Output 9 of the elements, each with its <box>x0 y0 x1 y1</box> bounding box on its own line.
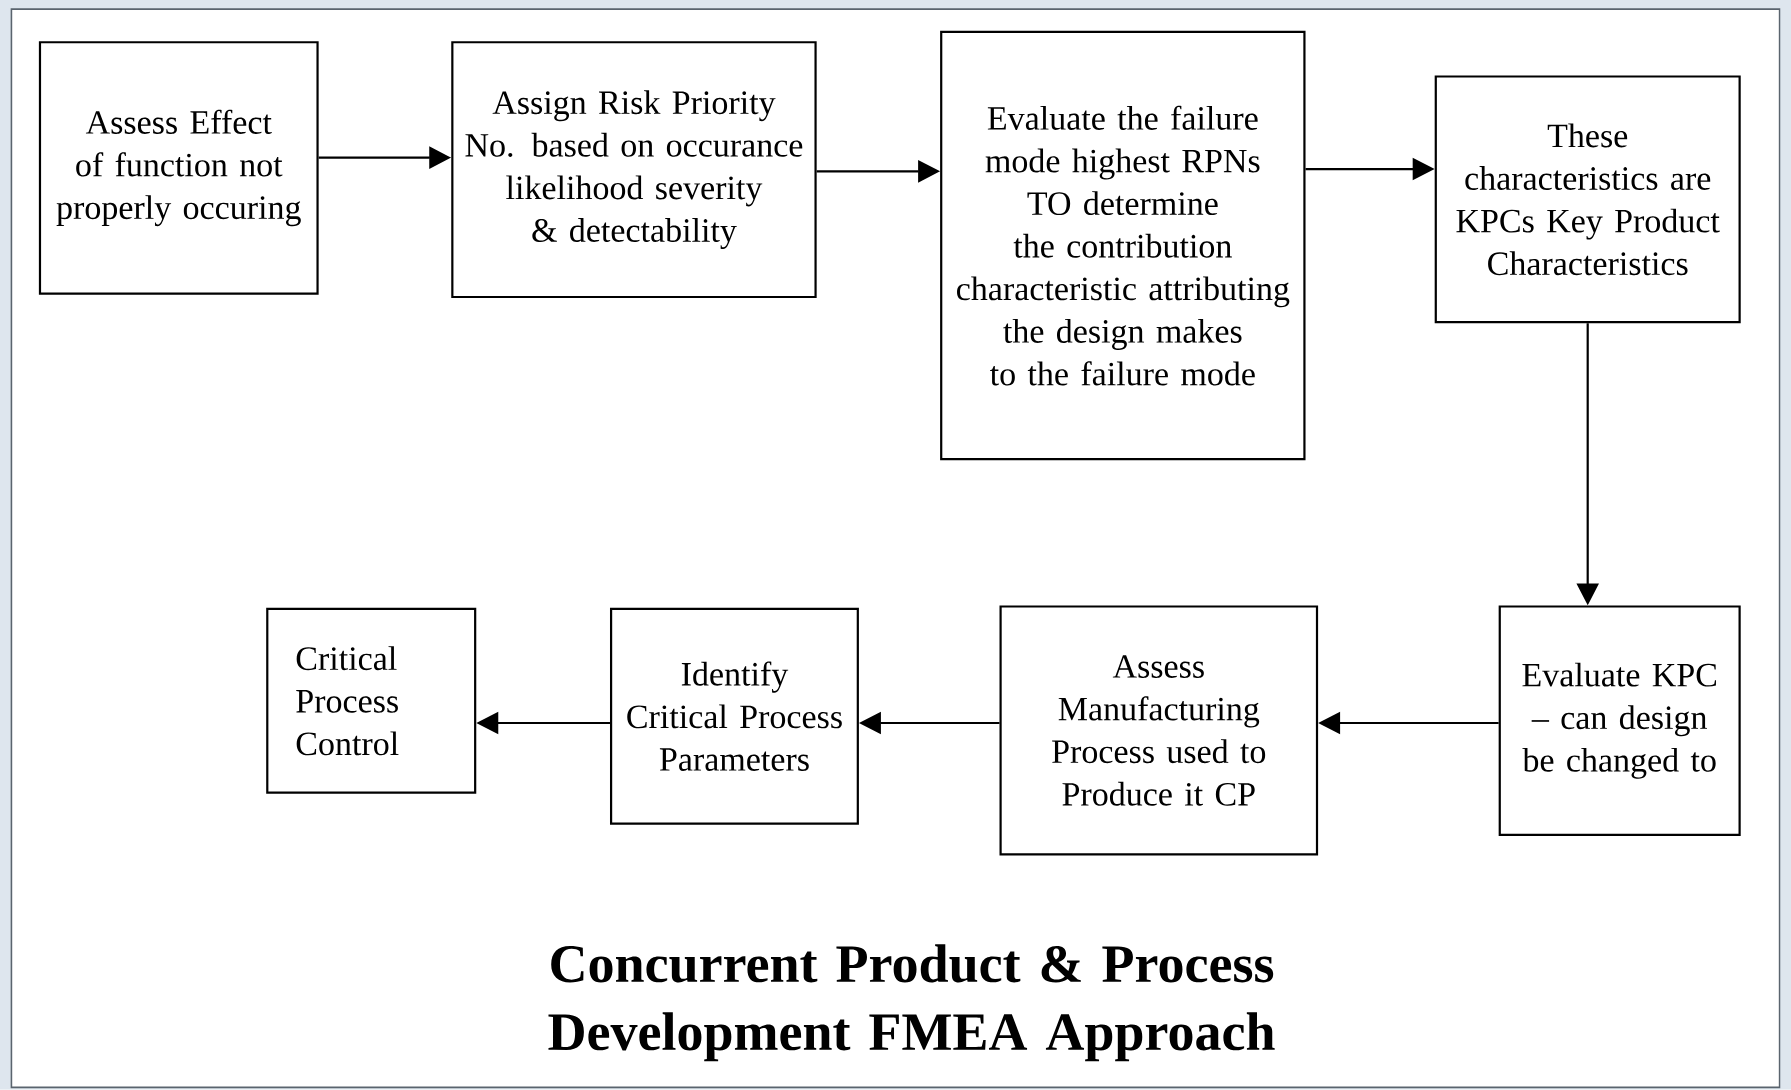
process-box: Assess Manufacturing Process used to Produce it CP <box>999 605 1319 856</box>
process-box: Evaluate KPC – can design be changed to <box>1498 605 1741 837</box>
process-box: Identify Critical Process Parameters <box>610 607 859 825</box>
process-box: Assign Risk Priority No. based on occurance likelihood severity & detectability <box>451 41 817 299</box>
process-box: Assess Effect of function not properly occuring <box>38 41 319 295</box>
title: Concurrent Product & Process Development FMEA Approach <box>548 944 1275 1062</box>
process-box: These characteristics are KPCs Key Product Characteristics <box>1434 75 1741 324</box>
process-box: Critical Process Control <box>266 607 477 794</box>
process-box: Evaluate the failure mode highest RPNs TO determine the contribution characteristic attributing the design makes to the failure mode <box>940 31 1306 461</box>
